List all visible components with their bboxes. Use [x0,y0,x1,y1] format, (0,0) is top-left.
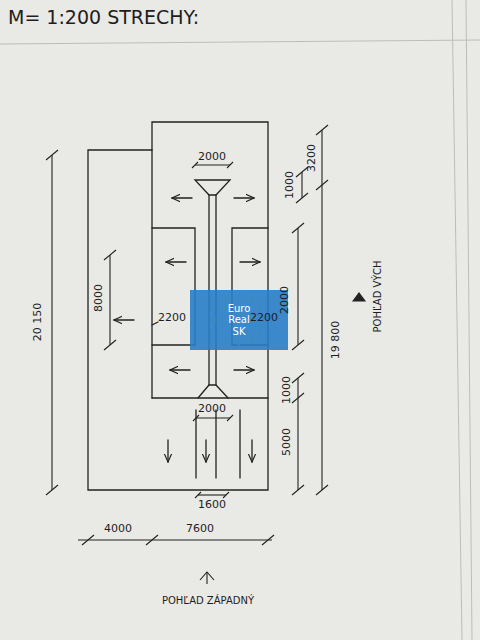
dimension-label: 1600 [198,499,226,511]
dimension-label: 2200 [250,312,278,324]
dimension-label: 5000 [281,428,293,456]
dimension-label: 3200 [306,144,318,172]
dimension-label: 2000 [279,286,291,314]
dimension-label: 4000 [104,523,132,535]
dimension-label: 2200 [158,312,186,324]
dimension-label: 1000 [281,376,293,404]
dimension-label: 1000 [284,171,296,199]
view-label: POHĽAD ZÁPADNÝ [162,595,254,606]
view-label: POHĽAD VÝCH [372,260,383,332]
dimension-label: 8000 [93,284,105,312]
dimension-label: 7600 [186,523,214,535]
dimension-label: 2000 [198,151,226,163]
dimension-label: 19 800 [330,321,342,360]
dimension-label: 2000 [198,403,226,415]
drawing-title: M= 1:200 STRECHY: [8,6,199,28]
watermark-text: Euro Real SK [224,303,254,338]
dimension-label: 20 150 [32,303,44,342]
